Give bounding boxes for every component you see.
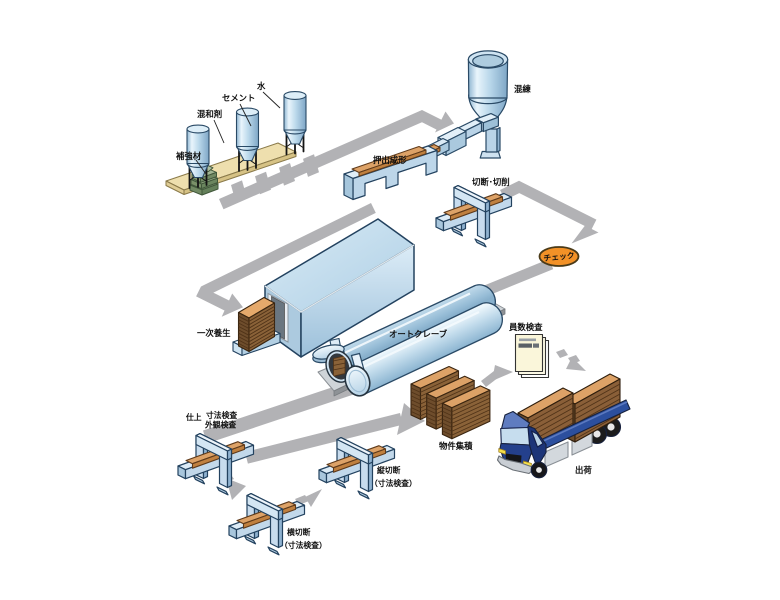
svg-text:員数検査: 員数検査 bbox=[508, 322, 543, 332]
svg-text:オートクレーブ: オートクレーブ bbox=[389, 329, 448, 339]
svg-text:混和剤: 混和剤 bbox=[197, 109, 222, 119]
svg-text:（寸法検査）: （寸法検査） bbox=[370, 478, 417, 488]
svg-text:押出成形: 押出成形 bbox=[373, 155, 407, 165]
svg-text:物件集積: 物件集積 bbox=[439, 441, 473, 451]
svg-text:一次養生: 一次養生 bbox=[197, 328, 231, 338]
svg-text:チェック: チェック bbox=[543, 250, 575, 263]
svg-text:混練: 混練 bbox=[514, 84, 531, 94]
svg-text:仕上: 仕上 bbox=[185, 412, 202, 422]
svg-text:セメント: セメント bbox=[222, 93, 255, 103]
svg-text:出荷: 出荷 bbox=[575, 465, 592, 475]
svg-text:寸法検査: 寸法検査 bbox=[206, 410, 237, 420]
svg-text:縦切断: 縦切断 bbox=[377, 465, 401, 475]
svg-text:横切断: 横切断 bbox=[287, 527, 311, 537]
svg-text:（寸法検査）: （寸法検査） bbox=[280, 540, 327, 550]
svg-text:水: 水 bbox=[256, 81, 266, 91]
svg-text:切断･切削: 切断･切削 bbox=[472, 177, 510, 187]
svg-text:補強材: 補強材 bbox=[175, 151, 202, 161]
svg-text:外観検査: 外観検査 bbox=[204, 420, 236, 430]
